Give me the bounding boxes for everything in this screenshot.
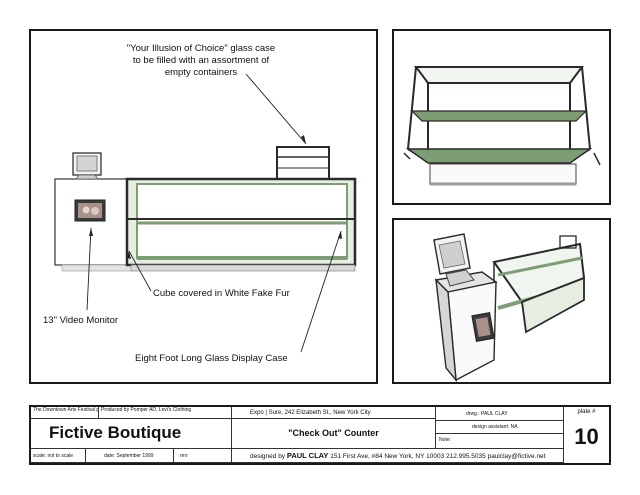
front-elevation-panel: "Your Illusion of Choice" glass case to …	[29, 29, 378, 384]
leader-arrowheads	[89, 135, 342, 259]
plate-number: 10	[574, 424, 599, 449]
date-cell: date: September 1999	[86, 449, 174, 463]
expo-cell: Expo | Sure, 242 Elizabeth St., New York…	[232, 407, 436, 419]
project-title: Fictive Boutique	[49, 423, 182, 442]
callout-glass-display: Eight Foot Long Glass Display Case	[135, 353, 288, 364]
leader-lines	[86, 73, 342, 353]
project-title-cell: Fictive Boutique	[31, 419, 232, 449]
note-cell: Note:	[436, 434, 564, 449]
scale-cell: scale: not to scale	[31, 449, 86, 463]
designer-email: paulclay@fictive.net	[487, 453, 546, 460]
drawing-by-cell: drwg.: PAUL CLAY	[436, 407, 564, 421]
designed-by-label: designed by	[250, 453, 286, 460]
sheet-title: "Check Out" Counter	[288, 428, 379, 438]
designer-phone: 212.995.5035	[446, 453, 486, 460]
sheet-title-cell: "Check Out" Counter	[232, 419, 436, 449]
crt-monitor	[72, 152, 102, 180]
design-assistant-cell: design assistant: NA	[436, 421, 564, 434]
plate-label: plate #	[577, 409, 596, 415]
perspective-glass-case-panel	[392, 29, 611, 205]
fur-cube	[54, 178, 133, 272]
producer-cell: Produced by Pomper AD, Levi's Clothing	[99, 407, 232, 419]
rev-cell: rev:	[174, 449, 232, 463]
presenter-cell: The Downtown Arts Festival presents	[31, 407, 99, 419]
designer-name: PAUL CLAY	[286, 451, 329, 460]
perspective-glass-case-drawing	[403, 66, 601, 186]
designer-address: 151 First Ave, #84 New York, NY 10003	[330, 453, 445, 460]
perspective-counter-panel	[392, 218, 611, 384]
perspective-counter-drawing	[433, 233, 586, 382]
callout-glass-case: "Your Illusion of Choice" glass case to …	[126, 43, 276, 78]
callout-fur-cube: Cube covered in White Fake Fur	[153, 288, 290, 299]
callout-video-monitor: 13" Video Monitor	[43, 315, 119, 326]
title-block: The Downtown Arts Festival presents Prod…	[29, 405, 611, 465]
plate-cell: plate # 10	[564, 407, 609, 463]
glass-display-case	[125, 177, 357, 272]
designer-cell: designed by PAUL CLAY 151 First Ave, #84…	[232, 449, 564, 463]
small-glass-case	[276, 146, 330, 180]
front-elevation-drawing	[54, 73, 357, 353]
